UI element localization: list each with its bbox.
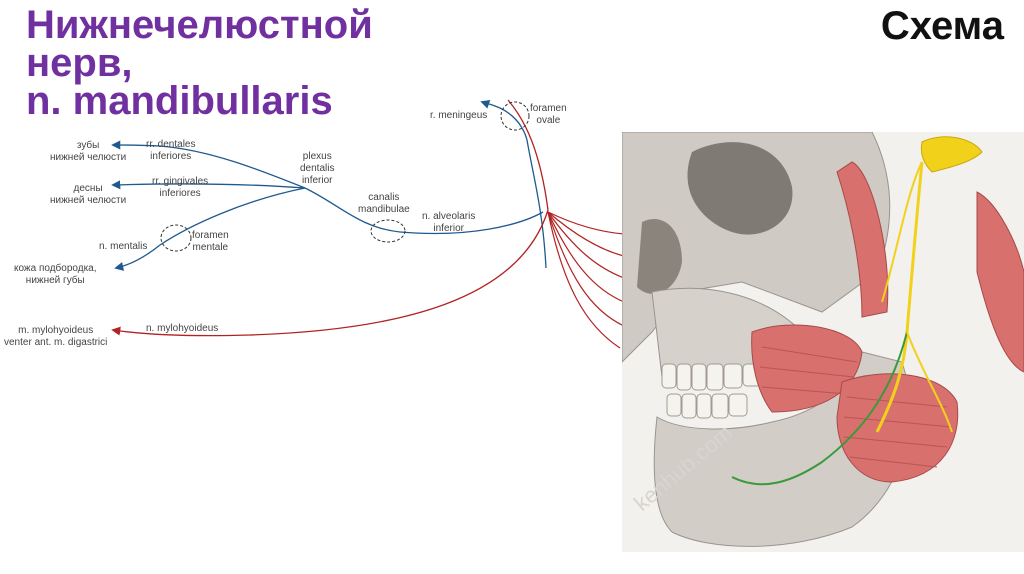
foramen-ovale-ellipse [501,102,529,130]
nerve-red-fan [548,212,624,348]
label-n-mylohyoideus: n. mylohyoideus [146,323,218,335]
label-skin: кожа подбородка,нижней губы [14,263,97,287]
skull-illustration: kenhub.com [622,132,1024,552]
nerve-blue-meningeus [482,102,527,140]
canalis-ellipse [371,220,405,242]
foramen-mentale-ellipse [161,225,191,251]
label-n-mentalis: n. mentalis [99,241,147,253]
nerve-red-mylohyoideus [113,210,548,336]
skull-illustration-svg: kenhub.com [622,132,1024,552]
nerve-blue-mentalis [116,188,305,268]
nerve-blue-trunk [527,140,546,268]
nerve-blue-gingivales [113,184,305,188]
label-r-meningeus: r. meningeus [430,110,487,122]
nerve-blue-dentales [113,145,305,188]
